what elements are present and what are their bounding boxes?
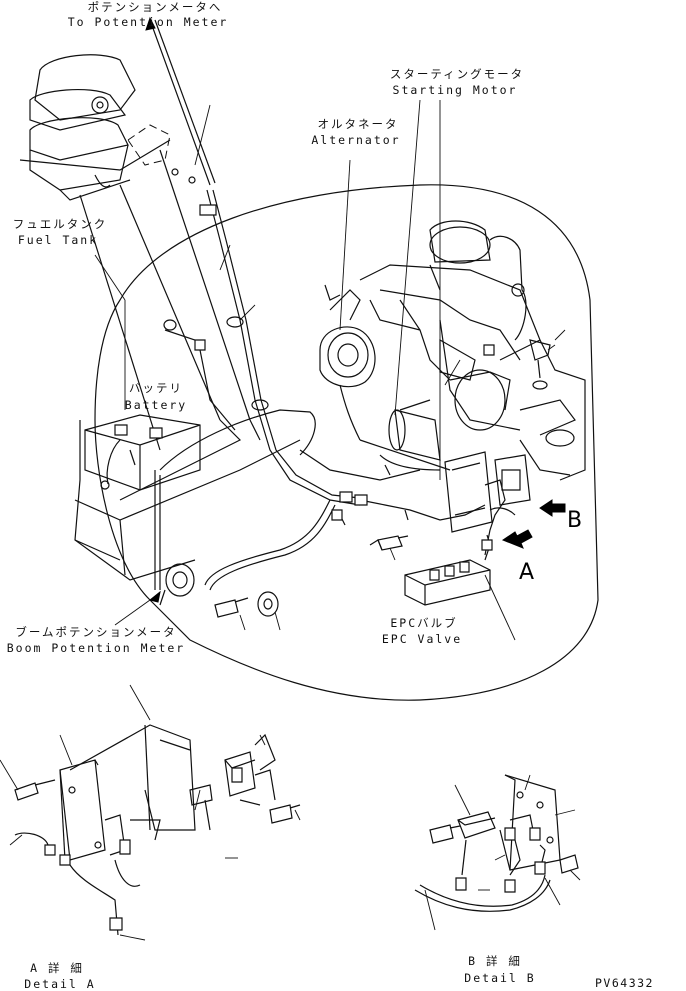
label-detail-b-jp: B 詳 細 [468,954,522,968]
label-to-potention-meter-jp: ポテンションメータへ [87,0,223,14]
battery [85,415,200,490]
label-starting-motor-jp: スターティングモータ [389,67,525,81]
fuel-tank [75,420,300,580]
label-detail-a-jp: A 詳 細 [30,961,84,975]
detail-a-drawing [0,685,300,940]
epc-valve [405,535,492,605]
detail-balloon-outline [95,185,598,700]
label-detail-b-en: Detail B [464,971,536,985]
view-label-b: B [567,508,583,533]
label-battery-en: Battery [124,398,188,412]
boom-arm [20,55,260,500]
view-arrow-b [540,500,565,516]
engine-block [360,221,585,480]
drawing-number: PV64332 [595,976,654,990]
view-arrow-a [503,530,532,548]
label-epc-valve-en: EPC Valve [381,632,463,646]
alternator [320,285,375,440]
controller-on-engine [445,452,530,555]
bolt-epc [370,536,408,550]
label-alternator-jp: オルタネータ [317,117,399,131]
label-starting-motor-en: Starting Motor [392,83,518,97]
detail-b-drawing [415,775,580,930]
boom-potention-meter [160,564,194,605]
label-fuel-tank-en: Fuel Tank [17,233,99,247]
label-epc-valve-jp: EPCバルブ [390,616,458,630]
label-fuel-tank-jp: フュエルタンク [12,217,108,231]
label-to-potention-meter-en: To Potention Meter [67,15,229,29]
view-label-a: A [519,560,535,585]
label-alternator-en: Alternator [311,133,401,147]
potention-meter-arrow [146,18,155,30]
label-boom-potention-meter-jp: ブームポテンションメータ [15,625,177,639]
label-detail-a-en: Detail A [24,977,96,991]
label-battery-jp: バッテリ [129,381,183,395]
label-boom-potention-meter-en: Boom Potention Meter [6,641,186,655]
bolt-boom-meter [215,592,278,617]
boom-meter-pointer [150,592,160,602]
starting-motor [360,400,450,475]
leader-lines [95,100,565,640]
main-harness [150,20,485,590]
